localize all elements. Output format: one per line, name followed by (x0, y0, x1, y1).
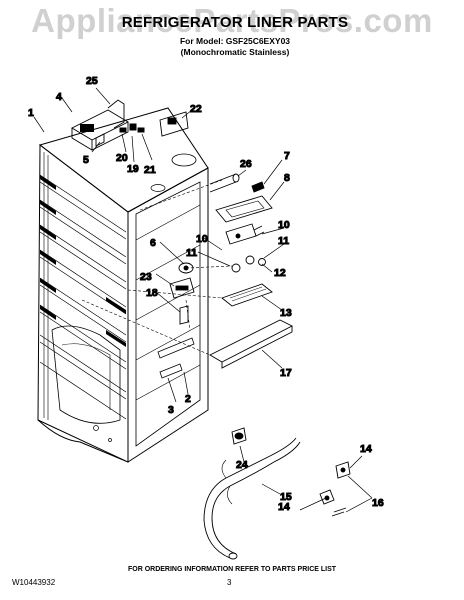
liner-bottom-curve (37, 419, 129, 463)
damper-bracket (159, 111, 189, 137)
callout-12: 12 (274, 267, 286, 279)
document-number: W10443932 (12, 578, 56, 587)
liner-opening (135, 181, 201, 447)
callout-15: 15 (280, 491, 292, 503)
callout-13: 13 (280, 307, 292, 319)
callout-10-left: 10 (196, 233, 208, 245)
callout-23: 23 (140, 271, 152, 283)
crisper-inner (61, 343, 111, 410)
callout-11-right: 11 (278, 235, 289, 247)
model-info: For Model: GSF25C6EXY03 (Monochromatic S… (150, 36, 320, 58)
watermark: AppliancePartsPros.com (31, 2, 433, 39)
clip-parts (169, 277, 195, 325)
callout-4: 4 (56, 91, 62, 103)
variant-line: (Monochromatic Stainless) (180, 47, 290, 57)
ordering-note: FOR ORDERING INFORMATION REFER TO PARTS … (127, 566, 337, 573)
callout-22: 22 (190, 103, 202, 115)
liner-clips (157, 337, 195, 379)
liner-right-face (127, 167, 209, 463)
callout-14-bottom: 14 (278, 501, 290, 513)
light-housing-parts (209, 173, 273, 273)
callout-8: 8 (284, 172, 290, 184)
callout-2: 2 (185, 393, 191, 405)
callout-25: 25 (86, 75, 98, 87)
callout-18: 18 (146, 287, 158, 299)
callout-5: 5 (83, 154, 89, 166)
callout-14-top: 14 (360, 443, 372, 455)
small-switches (119, 123, 145, 133)
control-housing (71, 109, 129, 151)
crisper-area (51, 325, 121, 424)
callout-10-right: 10 (278, 219, 290, 231)
model-line: For Model: GSF25C6EXY03 (179, 36, 291, 46)
water-tube (203, 437, 301, 560)
page-title: REFRIGERATOR LINER PARTS (121, 14, 349, 31)
top-hole (150, 184, 166, 192)
drain-hole (93, 425, 99, 431)
crisper-cover (209, 319, 293, 369)
right-shelf-rails (135, 204, 201, 401)
fittings (319, 461, 351, 517)
callout-26: 26 (240, 158, 252, 170)
top-cutout (171, 153, 197, 167)
switch-bracket (95, 99, 125, 147)
callout-7: 7 (284, 150, 290, 162)
callout-19: 19 (127, 163, 139, 175)
mount-hole (108, 438, 112, 442)
callout-21: 21 (144, 164, 156, 176)
callout-17: 17 (280, 367, 292, 379)
callout-11-left: 11 (186, 247, 197, 259)
callout-16: 16 (372, 497, 384, 509)
callout-6: 6 (150, 237, 156, 249)
callout-20: 20 (116, 152, 128, 164)
page-number: 3 (227, 578, 232, 587)
shelf-plate (221, 283, 273, 307)
callout-leaders (33, 87, 373, 513)
leader-lines (81, 179, 233, 356)
callout-1: 1 (28, 107, 34, 119)
callout-3: 3 (168, 404, 174, 416)
water-plug (231, 427, 247, 445)
callout-24: 24 (236, 459, 248, 471)
rail-blocks (40, 175, 126, 347)
